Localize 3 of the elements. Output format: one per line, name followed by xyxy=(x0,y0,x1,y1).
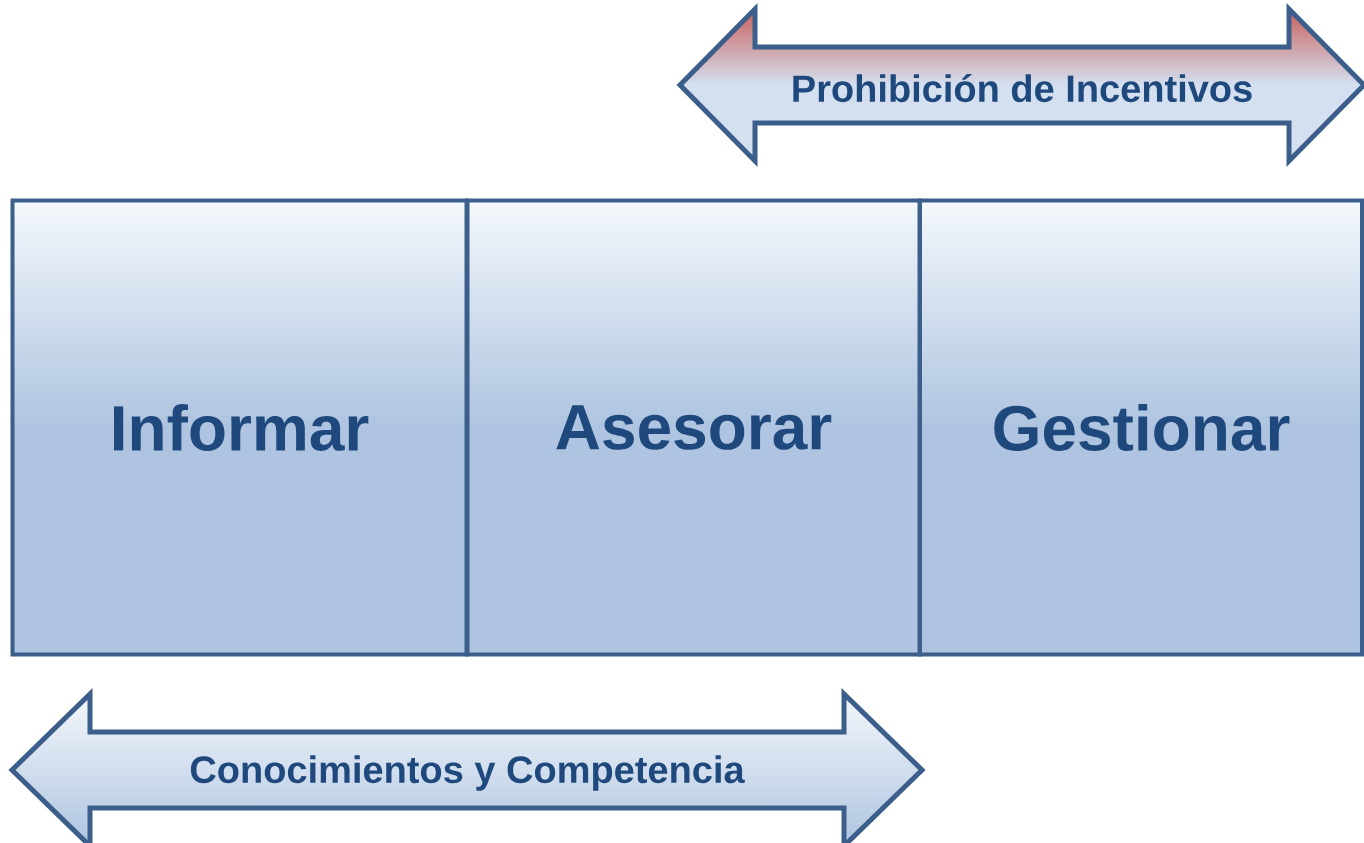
process-box: Informar xyxy=(10,198,469,657)
process-box: Asesorar xyxy=(465,198,922,657)
process-box: Gestionar xyxy=(918,198,1364,657)
